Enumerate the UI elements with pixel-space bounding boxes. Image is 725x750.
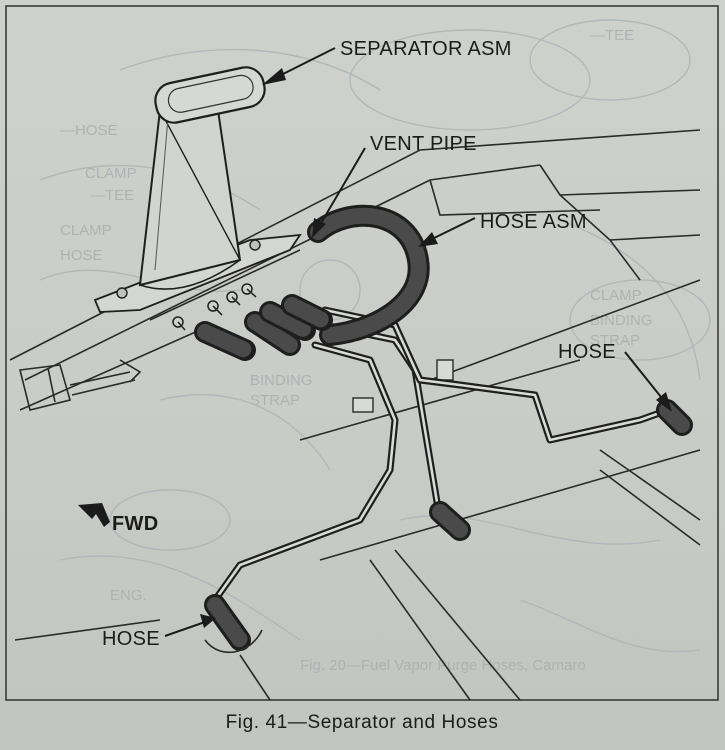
figure-frame (5, 5, 719, 701)
bleed-through-art: —HOSE CLAMP —TEE CLAMP HOSE —TEE CLAMP B… (39, 19, 711, 674)
svg-text:BINDING: BINDING (590, 312, 653, 329)
leader-lines (164, 47, 672, 637)
svg-text:—TEE: —TEE (90, 187, 134, 204)
svg-text:—HOSE: —HOSE (60, 122, 118, 139)
svg-text:CLAMP: CLAMP (85, 165, 137, 182)
svg-text:BINDING: BINDING (250, 372, 313, 389)
label-fwd: FWD (112, 513, 158, 535)
svg-text:CLAMP: CLAMP (60, 222, 112, 239)
svg-text:Fig. 20—Fuel Vapor Purge Hoses: Fig. 20—Fuel Vapor Purge Hoses, Camaro (300, 657, 586, 674)
separator-fittings (172, 283, 257, 331)
svg-text:CLAMP: CLAMP (590, 287, 642, 304)
figure-caption: Fig. 41—Separator and Hoses (226, 712, 499, 733)
label-vent-pipe: VENT PIPE (370, 133, 477, 155)
svg-text:ENG.: ENG. (110, 587, 147, 604)
direction-arrow-icon (78, 503, 110, 527)
svg-text:HOSE: HOSE (60, 247, 103, 264)
label-hose-right: HOSE (558, 341, 616, 363)
label-hose-bottom: HOSE (102, 628, 160, 650)
separator-assembly (93, 66, 302, 313)
label-hose-asm: HOSE ASM (480, 211, 587, 233)
hose-segments (194, 204, 693, 654)
svg-text:—TEE: —TEE (590, 27, 634, 44)
svg-text:STRAP: STRAP (590, 332, 640, 349)
fwd-indicator: FWD (78, 503, 158, 535)
svg-text:STRAP: STRAP (250, 392, 300, 409)
label-separator-asm: SEPARATOR ASM (340, 38, 512, 60)
